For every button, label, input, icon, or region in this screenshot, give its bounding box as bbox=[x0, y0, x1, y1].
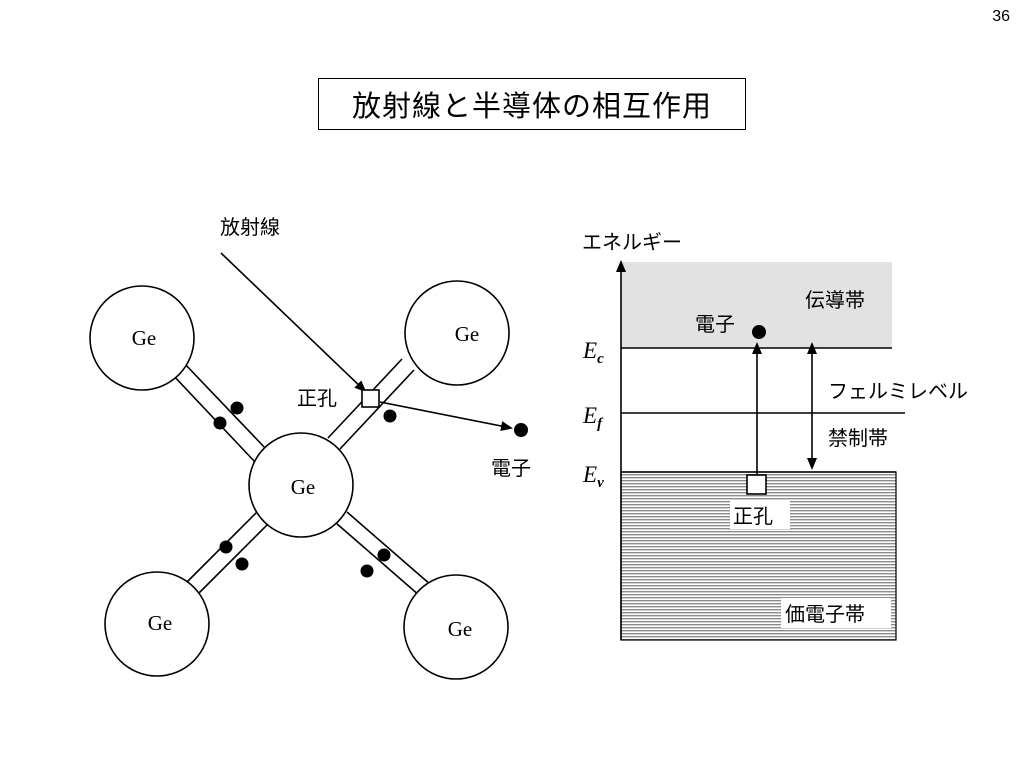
ge-atom-top-left: Ge bbox=[89, 285, 195, 391]
bond-bottom-right bbox=[335, 511, 432, 597]
ge-label: Ge bbox=[148, 611, 173, 635]
bond-electron bbox=[230, 401, 244, 415]
ge-atom-bottom-right: Ge bbox=[403, 574, 509, 680]
electron-trajectory-arrow bbox=[379, 401, 513, 431]
band-hole-marker bbox=[746, 474, 767, 495]
bond-electron bbox=[383, 409, 397, 423]
ev-label: Ev bbox=[582, 462, 604, 491]
bond-electron bbox=[213, 416, 227, 430]
band-hole-label: 正孔 bbox=[733, 504, 773, 528]
radiation-label: 放射線 bbox=[220, 215, 280, 239]
bond-electron bbox=[360, 564, 374, 578]
excited-electron-label: 電子 bbox=[695, 312, 735, 336]
bond-electron bbox=[235, 557, 249, 571]
ejected-electron bbox=[514, 423, 528, 437]
slide-title: 放射線と半導体の相互作用 bbox=[318, 78, 746, 130]
ge-atom-top-right: Ge bbox=[404, 280, 510, 386]
conduction-band-label: 伝導帯 bbox=[805, 288, 865, 312]
valence-band-label: 価電子帯 bbox=[785, 602, 865, 626]
energy-axis-label: エネルギー bbox=[582, 230, 682, 254]
bond-electron bbox=[219, 540, 233, 554]
fermi-level-label: フェルミレベル bbox=[828, 379, 968, 403]
ge-label: Ge bbox=[455, 322, 480, 346]
ec-label: Ec bbox=[582, 338, 604, 367]
band-hole-label-bg bbox=[730, 501, 790, 529]
valence-band-label-bg bbox=[781, 598, 891, 628]
bond-electron bbox=[377, 548, 391, 562]
ef-label: Ef bbox=[582, 403, 604, 432]
crystal-lattice: Ge Ge Ge Ge Ge 放射線 正孔 電子 bbox=[89, 215, 531, 680]
excited-electron bbox=[752, 325, 766, 339]
ge-atom-center: Ge bbox=[248, 432, 354, 538]
radiation-arrow bbox=[220, 252, 367, 393]
ge-label: Ge bbox=[132, 326, 157, 350]
slide-number: 36 bbox=[992, 8, 1010, 25]
bond-top-left bbox=[170, 361, 268, 463]
hole-marker bbox=[361, 389, 380, 408]
ejected-electron-label: 電子 bbox=[491, 456, 531, 480]
hole-label: 正孔 bbox=[297, 386, 337, 410]
ge-label: Ge bbox=[448, 617, 473, 641]
forbidden-band-label: 禁制帯 bbox=[828, 426, 888, 450]
ge-label: Ge bbox=[291, 475, 316, 499]
ge-atom-bottom-left: Ge bbox=[104, 571, 210, 677]
energy-band-diagram: 伝導帯 価電子帯 エネルギー Ec Ef Ev 電子 正孔 フェルミレベル 禁制… bbox=[582, 230, 968, 641]
